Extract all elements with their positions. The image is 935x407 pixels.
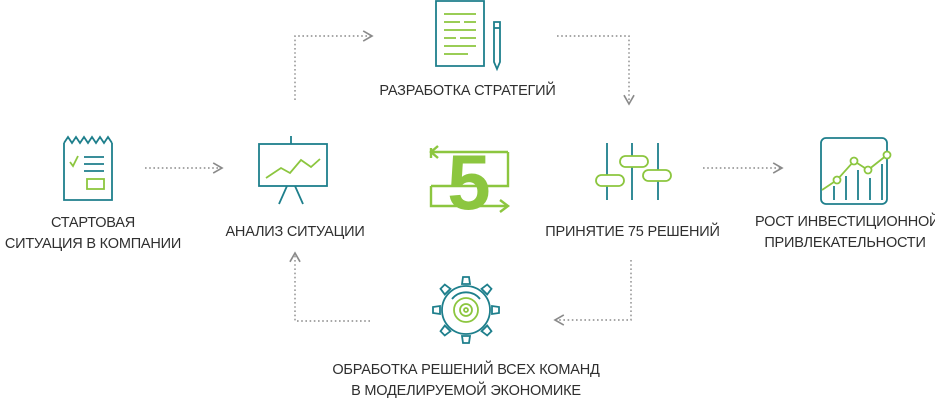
growth-chart-icon — [820, 137, 892, 205]
decisions-label: ПРИНЯТИЕ 75 РЕШЕНИЙ — [535, 222, 730, 243]
cycle-arrows-icon — [429, 145, 510, 213]
center-number: 5 — [447, 138, 490, 226]
processing-label-line2: В МОДЕЛИРУЕМОЙ ЭКОНОМИКЕ — [351, 383, 581, 399]
checklist-document-icon — [63, 135, 113, 201]
start-label-line1: СТАРТОВАЯ — [50, 215, 136, 231]
growth-label: РОСТ ИНВЕСТИЦИОННОЙ ПРИВЛЕКАТЕЛЬНОСТИ — [755, 212, 935, 254]
arrow-analysis-to-strategy — [294, 30, 374, 100]
analysis-label-line1: АНАЛИЗ СИТУАЦИИ — [225, 224, 365, 240]
start-label: СТАРТОВАЯ СИТУАЦИЯ В КОМПАНИИ — [0, 213, 186, 255]
decisions-label-line1: ПРИНЯТИЕ 75 РЕШЕНИЙ — [545, 224, 720, 240]
arrow-processing-to-analysis — [289, 251, 370, 322]
arrow-decisions-to-processing — [553, 260, 632, 326]
strategy-label: РАЗРАБОТКА СТРАТЕГИЙ — [360, 81, 575, 102]
sliders-icon — [595, 143, 672, 200]
growth-label-line2: ПРИВЛЕКАТЕЛЬНОСТИ — [764, 235, 926, 251]
analysis-label: АНАЛИЗ СИТУАЦИИ — [205, 222, 385, 243]
start-label-line2: СИТУАЦИЯ В КОМПАНИИ — [4, 236, 182, 252]
strategy-label-line1: РАЗРАБОТКА СТРАТЕГИЙ — [379, 83, 556, 99]
arrow-strategy-to-decisions — [557, 35, 635, 106]
processing-label: ОБРАБОТКА РЕШЕНИЙ ВСЕХ КОМАНД В МОДЕЛИРУ… — [320, 360, 612, 402]
growth-label-line1: РОСТ ИНВЕСТИЦИОННОЙ — [755, 214, 935, 230]
document-pen-icon — [435, 0, 501, 72]
presentation-chart-icon — [258, 136, 328, 205]
gear-target-icon — [432, 276, 500, 344]
processing-label-line1: ОБРАБОТКА РЕШЕНИЙ ВСЕХ КОМАНД — [332, 362, 600, 378]
